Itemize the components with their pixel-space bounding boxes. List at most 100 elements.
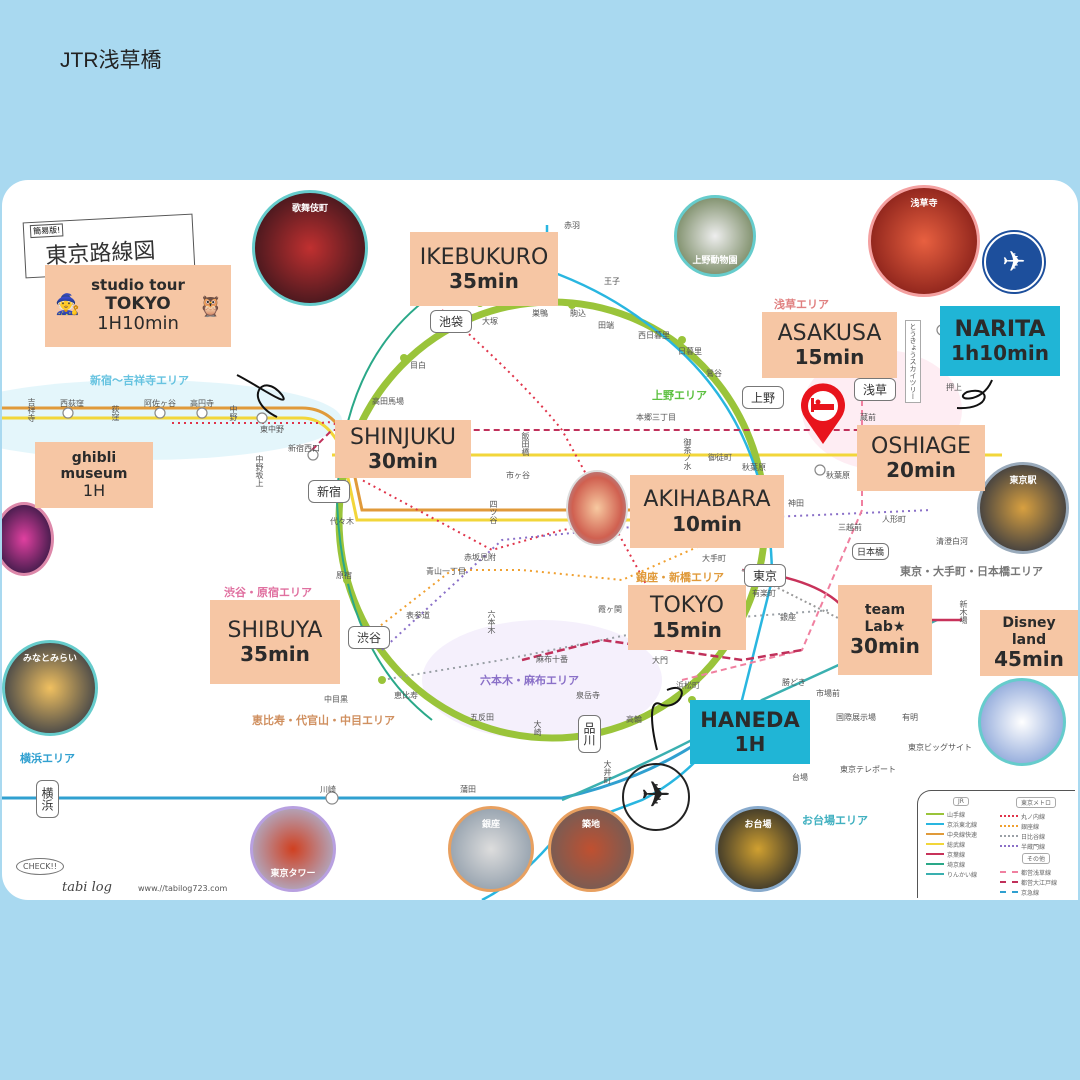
owl-icon: 🦉 <box>198 294 223 318</box>
legend-label: 京急線 <box>1021 889 1040 897</box>
station-label: 巣鴨 <box>532 309 548 318</box>
legend-swatch <box>1000 891 1018 893</box>
legend-label: 京浜東北線 <box>947 821 978 829</box>
area-shibuya: 渋谷・原宿エリア <box>224 586 312 599</box>
station-label: 勝どき <box>782 678 806 687</box>
legend-heading: その他 <box>1021 853 1050 864</box>
callout-line: 15min <box>794 345 865 370</box>
station-asakusa[interactable]: 浅草 <box>854 378 897 401</box>
legend-swatch <box>926 873 944 875</box>
station-label: 蔵前 <box>860 413 876 422</box>
callout-ghibli-museum[interactable]: ghibli museum 1H <box>35 442 153 508</box>
station-label: 中野坂上 <box>255 455 264 487</box>
legend-swatch <box>1000 825 1018 827</box>
legend-heading: 東京メトロ <box>1015 797 1056 808</box>
legend-swatch <box>1000 835 1018 837</box>
area-odaiba: お台場エリア <box>802 814 868 827</box>
station-label: 大門 <box>652 656 668 665</box>
station-label: 清澄白河 <box>936 537 968 546</box>
station-label: 目白 <box>410 361 426 370</box>
station-label: 国際展示場 <box>836 713 876 722</box>
photo-shinjuku-neon <box>2 502 54 576</box>
station-ueno[interactable]: 上野 <box>742 386 785 409</box>
callout-line: team <box>864 602 906 619</box>
photo-ueno-zoo: 上野動物園 <box>674 195 756 277</box>
legend-label: 都営浅草線 <box>1021 869 1052 877</box>
callout-line: IKEBUKURO <box>419 244 549 270</box>
airplane-icon: ✈ <box>622 763 690 831</box>
station-label: 有楽町 <box>752 589 776 598</box>
map-legend: JR 山手線京浜東北線中央線快速総武線京葉線埼京線りんかい線 東京メトロ 丸ノ内… <box>917 790 1075 898</box>
callout-studio-tour[interactable]: studio tour TOKYO 1H10min 🧙 🦉 <box>45 265 231 347</box>
legend-swatch <box>926 843 944 845</box>
station-label: 高輪 <box>626 715 642 724</box>
station-tokyo[interactable]: 東京 <box>744 564 787 587</box>
photo-odaiba: お台場 <box>715 806 801 892</box>
legend-swatch <box>926 823 944 825</box>
legend-swatch <box>926 813 944 815</box>
legend-label: 丸ノ内線 <box>1021 813 1046 821</box>
legend-item: 総武線 <box>926 839 996 849</box>
legend-jr: JR 山手線京浜東北線中央線快速総武線京葉線埼京線りんかい線 <box>926 797 996 879</box>
legend-heading: JR <box>953 797 969 806</box>
legend-item: 都営大江戸線 <box>1000 877 1072 887</box>
legend-label: 京葉線 <box>947 851 966 859</box>
callout-line: Disney <box>1002 615 1056 632</box>
station-label: 王子 <box>604 277 620 286</box>
photo-label: 銀座 <box>481 820 500 830</box>
station-shinagawa[interactable]: 品川 <box>578 715 601 753</box>
photo-label: 東京タワー <box>270 869 316 879</box>
station-label: 恵比寿 <box>394 691 418 700</box>
station-label: 荻窪 <box>111 405 120 421</box>
photo-kabukicho: 歌舞伎町 <box>252 190 368 306</box>
station-label: 大塚 <box>482 317 498 326</box>
station-shinjuku[interactable]: 新宿 <box>308 480 351 503</box>
station-label: 三越前 <box>838 523 862 532</box>
callout-line: 1H <box>734 731 766 756</box>
legend-item: 日比谷線 <box>1000 831 1072 841</box>
legend-item: 丸ノ内線 <box>1000 811 1072 821</box>
station-ikebukuro[interactable]: 池袋 <box>430 310 473 333</box>
legend-label: 総武線 <box>947 841 966 849</box>
legend-label: りんかい線 <box>947 871 978 879</box>
callout-line: ASAKUSA <box>777 320 882 346</box>
photo-tokyo-tower: 東京タワー <box>250 806 336 892</box>
legend-swatch <box>1000 815 1018 817</box>
station-label: 有明 <box>902 713 918 722</box>
legend-swatch <box>1000 845 1018 847</box>
station-label: 六本木 <box>487 610 496 634</box>
station-yokohama[interactable]: 横浜 <box>36 780 59 818</box>
legend-label: 埼京線 <box>947 861 966 869</box>
arrow-icon <box>236 374 285 418</box>
area-ginza: 銀座・新橋エリア <box>636 571 724 584</box>
callout-line: 35min <box>240 642 310 667</box>
photo-tsukiji: 築地 <box>548 806 634 892</box>
station-shibuya[interactable]: 渋谷 <box>348 626 391 649</box>
station-label: 新木場 <box>959 600 968 624</box>
station-label: 市場前 <box>816 689 840 698</box>
station-label: 東京ビッグサイト <box>908 743 972 752</box>
callout-line: 15min <box>652 617 722 642</box>
wizard-icon: 🧙 <box>55 292 80 316</box>
station-label: 大崎 <box>533 720 542 736</box>
station-label: 高田馬場 <box>372 397 404 406</box>
station-label: 表参道 <box>406 611 430 620</box>
area-ebisu: 恵比寿・代官山・中目エリア <box>252 714 395 727</box>
station-label: 蒲田 <box>460 785 476 794</box>
site-url[interactable]: www.//tabilog723.com <box>138 884 228 893</box>
legend-item: 埼京線 <box>926 859 996 869</box>
station-label: 代々木 <box>330 517 354 526</box>
legend-label: 日比谷線 <box>1021 833 1046 841</box>
station-label: 鶯谷 <box>706 369 722 378</box>
